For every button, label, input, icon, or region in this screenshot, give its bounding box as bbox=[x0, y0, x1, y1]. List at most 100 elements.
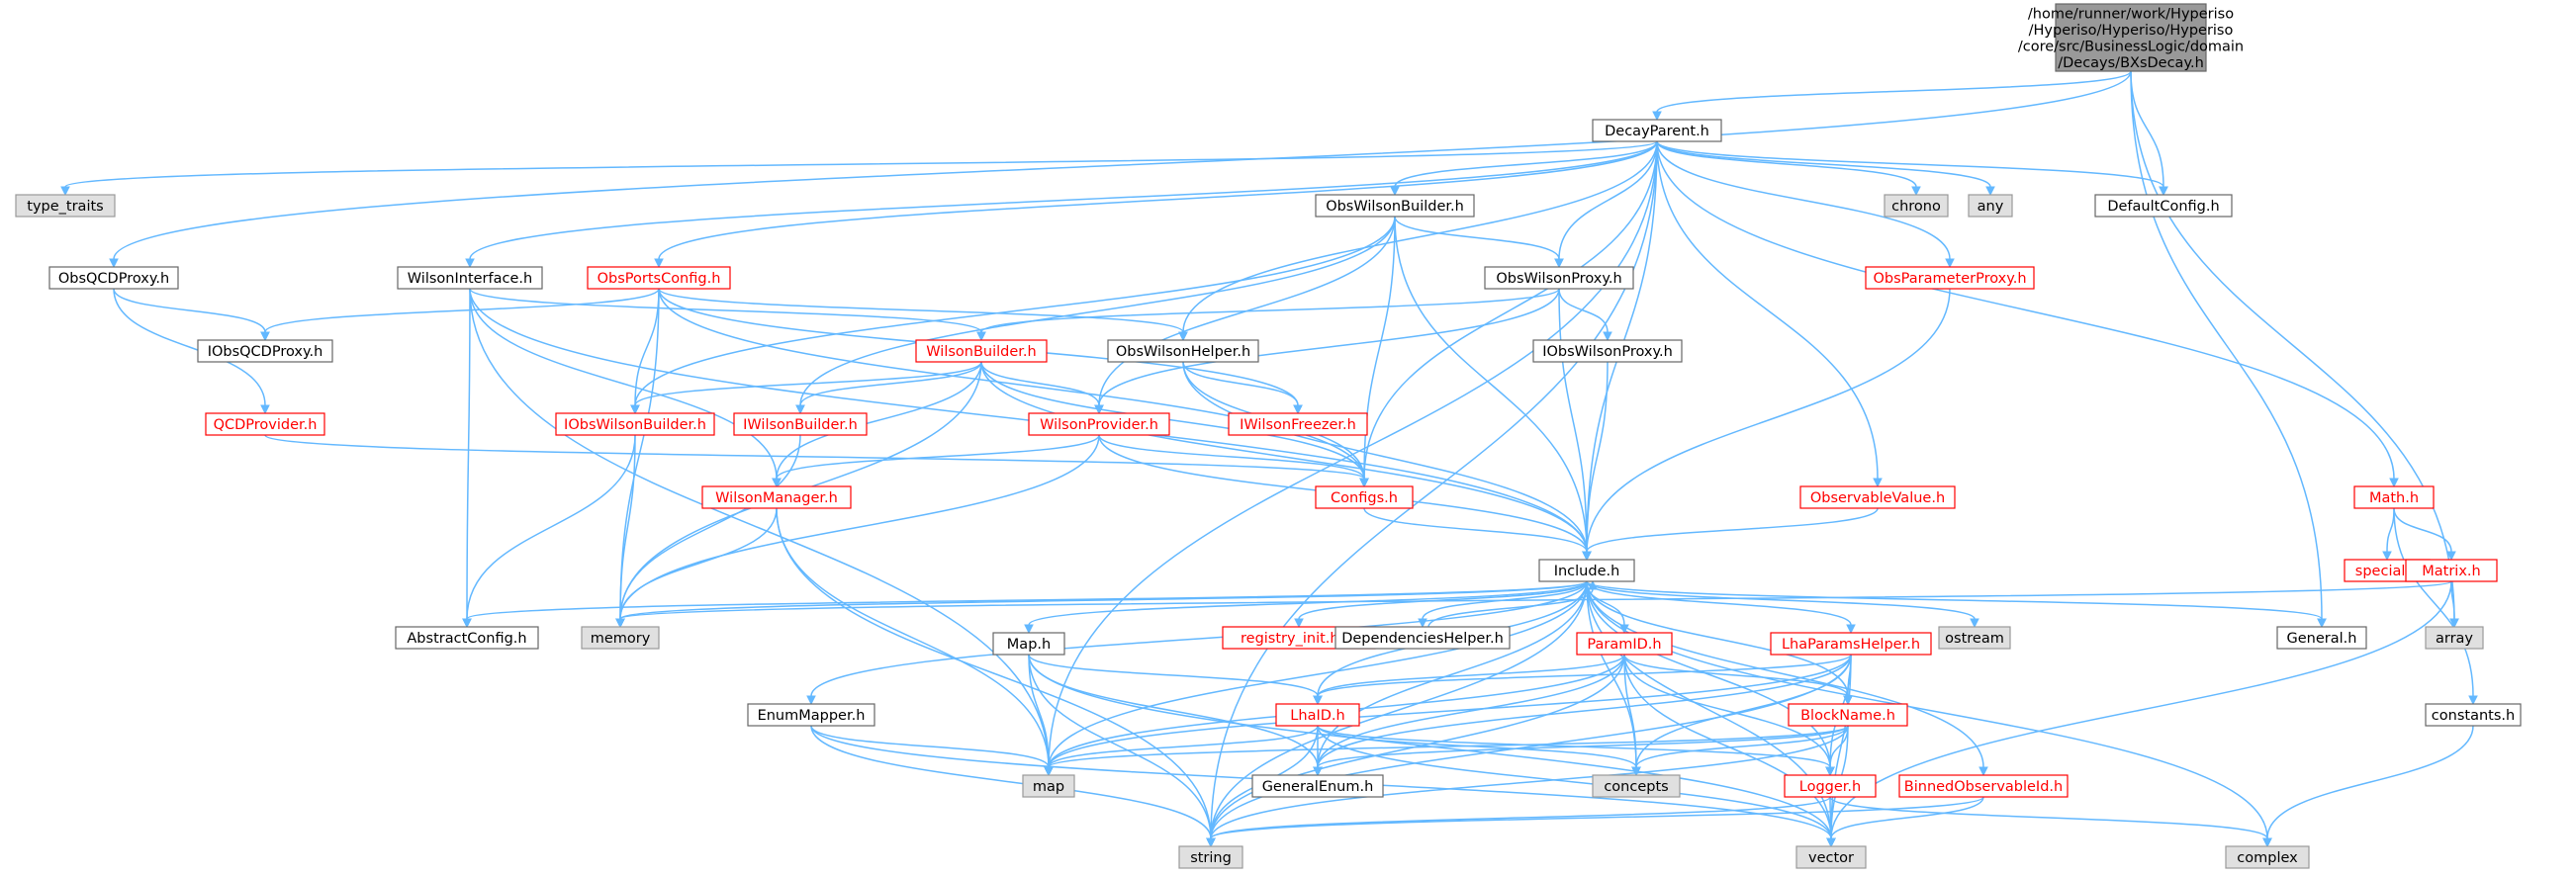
edge-qcdprovider-to-configs bbox=[264, 434, 1369, 488]
node-defaultconfig-h[interactable]: DefaultConfig.h bbox=[2094, 194, 2233, 218]
node-label: QCDProvider.h bbox=[214, 417, 318, 433]
node-map: map bbox=[1022, 774, 1075, 798]
node-wilsonprovider-h[interactable]: WilsonProvider.h bbox=[1028, 412, 1170, 436]
node-matrix-h[interactable]: Matrix.h bbox=[2405, 559, 2498, 582]
node-lhaparamshelper-h[interactable]: LhaParamsHelper.h bbox=[1770, 632, 1932, 656]
edge-wilsonbuilder-to-iwilsonbuilder bbox=[795, 361, 982, 415]
node-constants-h[interactable]: constants.h bbox=[2425, 703, 2522, 727]
node-configs-h[interactable]: Configs.h bbox=[1315, 485, 1414, 509]
node-label: /Decays/BXsDecay.h bbox=[2058, 55, 2204, 71]
node-chrono: chrono bbox=[1884, 194, 1949, 218]
edge-root-to-array bbox=[2130, 70, 2459, 629]
node-iobswilsonbuilder-h[interactable]: IObsWilsonBuilder.h bbox=[555, 412, 715, 436]
edge-decayparent-to-observablevalue bbox=[1656, 140, 1883, 488]
node-decayparent-h[interactable]: DecayParent.h bbox=[1592, 119, 1722, 142]
node-label: Map.h bbox=[1007, 637, 1051, 653]
node-iobsqcdproxy-h[interactable]: IObsQCDProxy.h bbox=[197, 339, 333, 363]
node-obsparameterproxy-h[interactable]: ObsParameterProxy.h bbox=[1865, 266, 2035, 290]
edge-include-to-registry-init bbox=[1294, 580, 1588, 629]
node-label: IObsWilsonProxy.h bbox=[1542, 344, 1673, 360]
node-label: BinnedObservableId.h bbox=[1904, 779, 2063, 795]
node-box bbox=[1028, 412, 1170, 436]
edge-wilsoninterface-to-abstractconfig bbox=[462, 288, 472, 629]
node-label: ObsWilsonProxy.h bbox=[1496, 271, 1621, 287]
edge-include-to-ostream bbox=[1586, 580, 1979, 629]
node-box bbox=[1228, 412, 1368, 436]
node-box bbox=[1938, 626, 2011, 650]
node-label: chrono bbox=[1891, 199, 1941, 215]
node-label: DecayParent.h bbox=[1605, 124, 1709, 139]
edge-obswilsonhelper-to-include bbox=[1182, 361, 1592, 562]
edge-include-to-memory bbox=[615, 580, 1588, 629]
edge-include-to-binnedobservableid bbox=[1586, 580, 1988, 777]
node-box bbox=[555, 412, 715, 436]
node-iobswilsonproxy-h[interactable]: IObsWilsonProxy.h bbox=[1532, 339, 1683, 363]
node-wilsonmanager-h[interactable]: WilsonManager.h bbox=[701, 485, 852, 509]
node-map-h[interactable]: Map.h bbox=[992, 632, 1065, 656]
node-label: Math.h bbox=[2369, 490, 2419, 506]
node-box bbox=[2055, 3, 2207, 72]
node-label: DefaultConfig.h bbox=[2107, 199, 2219, 215]
edge-iwilsonbuilder-to-memory bbox=[615, 434, 801, 629]
node-box bbox=[1315, 194, 1475, 218]
node-math-h[interactable]: Math.h bbox=[2353, 485, 2435, 509]
edge-map-to-vector bbox=[1028, 654, 1836, 848]
node-qcdprovider-h[interactable]: QCDProvider.h bbox=[205, 412, 325, 436]
node-wilsonbuilder-h[interactable]: WilsonBuilder.h bbox=[915, 339, 1048, 363]
edge-obsparameterproxy-to-include bbox=[1582, 288, 1951, 562]
node-lhaid-h[interactable]: LhaID.h bbox=[1275, 703, 1360, 727]
node-obswilsonbuilder-h[interactable]: ObsWilsonBuilder.h bbox=[1315, 194, 1475, 218]
node-label: ObsParameterProxy.h bbox=[1873, 271, 2026, 287]
node-label: map bbox=[1033, 779, 1064, 795]
edge-decayparent-to-type-traits bbox=[60, 140, 1658, 197]
node-blockname-h[interactable]: BlockName.h bbox=[1788, 703, 1908, 727]
node-label: IWilsonBuilder.h bbox=[743, 417, 858, 433]
edge-wilsonbuilder-to-iobswilsonbuilder bbox=[630, 361, 982, 415]
node-include-h[interactable]: Include.h bbox=[1538, 559, 1635, 582]
node-logger-h[interactable]: Logger.h bbox=[1784, 774, 1877, 798]
edge-obswilsonproxy-to-iobswilsonproxy bbox=[1558, 288, 1612, 342]
edge-lhaparamshelper-to-lhaid bbox=[1313, 654, 1852, 706]
node-box bbox=[1532, 339, 1683, 363]
node-home-runner-work-hyperiso-hyperiso-hyperiso-hyperiso-core-src-businesslogic-domain-decays-bxsdecay-h[interactable]: /home/runner/work/Hyperiso/Hyperiso/Hype… bbox=[2018, 3, 2244, 72]
node-box bbox=[2276, 626, 2367, 650]
node-label: concepts bbox=[1604, 779, 1668, 795]
node-box bbox=[1107, 339, 1259, 363]
node-box bbox=[48, 266, 179, 290]
node-iwilsonbuilder-h[interactable]: IWilsonBuilder.h bbox=[733, 412, 868, 436]
node-enummapper-h[interactable]: EnumMapper.h bbox=[747, 703, 875, 727]
node-obswilsonhelper-h[interactable]: ObsWilsonHelper.h bbox=[1107, 339, 1259, 363]
node-dependencieshelper-h[interactable]: DependenciesHelper.h bbox=[1334, 626, 1511, 650]
node-label: special.h bbox=[2355, 564, 2419, 579]
node-label: string bbox=[1190, 850, 1232, 866]
node-label: memory bbox=[591, 631, 651, 647]
node-generalenum-h[interactable]: GeneralEnum.h bbox=[1251, 774, 1384, 798]
node-obsportsconfig-h[interactable]: ObsPortsConfig.h bbox=[587, 266, 731, 290]
edge-obsqcdproxy-to-qcdprovider bbox=[113, 288, 270, 415]
edge-include-to-abstractconfig bbox=[462, 580, 1588, 629]
edge-map-to-lhaid bbox=[1028, 654, 1323, 706]
node-label: WilsonManager.h bbox=[715, 490, 838, 506]
node-box bbox=[1898, 774, 2069, 798]
node-binnedobservableid-h[interactable]: BinnedObservableId.h bbox=[1898, 774, 2069, 798]
node-concepts: concepts bbox=[1592, 774, 1681, 798]
node-general-h[interactable]: General.h bbox=[2276, 626, 2367, 650]
edge-wilsonprovider-to-wilsonmanager bbox=[772, 434, 1100, 488]
node-observablevalue-h[interactable]: ObservableValue.h bbox=[1799, 485, 1956, 509]
edge-root-to-obsqcdproxy bbox=[109, 70, 2132, 269]
node-abstractconfig-h[interactable]: AbstractConfig.h bbox=[395, 626, 539, 650]
node-box bbox=[1022, 774, 1075, 798]
node-obsqcdproxy-h[interactable]: ObsQCDProxy.h bbox=[48, 266, 179, 290]
node-label: ObservableValue.h bbox=[1810, 490, 1945, 506]
node-box bbox=[747, 703, 875, 727]
node-paramid-h[interactable]: ParamID.h bbox=[1576, 632, 1673, 656]
node-obswilsonproxy-h[interactable]: ObsWilsonProxy.h bbox=[1484, 266, 1634, 290]
edge-obsportsconfig-to-memory bbox=[615, 288, 660, 629]
node-wilsoninterface-h[interactable]: WilsonInterface.h bbox=[397, 266, 543, 290]
node-box bbox=[992, 632, 1065, 656]
node-iwilsonfreezer-h[interactable]: IWilsonFreezer.h bbox=[1228, 412, 1368, 436]
node-box bbox=[2425, 703, 2522, 727]
edge-decayparent-to-defaultconfig bbox=[1656, 140, 2168, 197]
node-label: ostream bbox=[1945, 631, 2004, 647]
node-box bbox=[1275, 703, 1360, 727]
